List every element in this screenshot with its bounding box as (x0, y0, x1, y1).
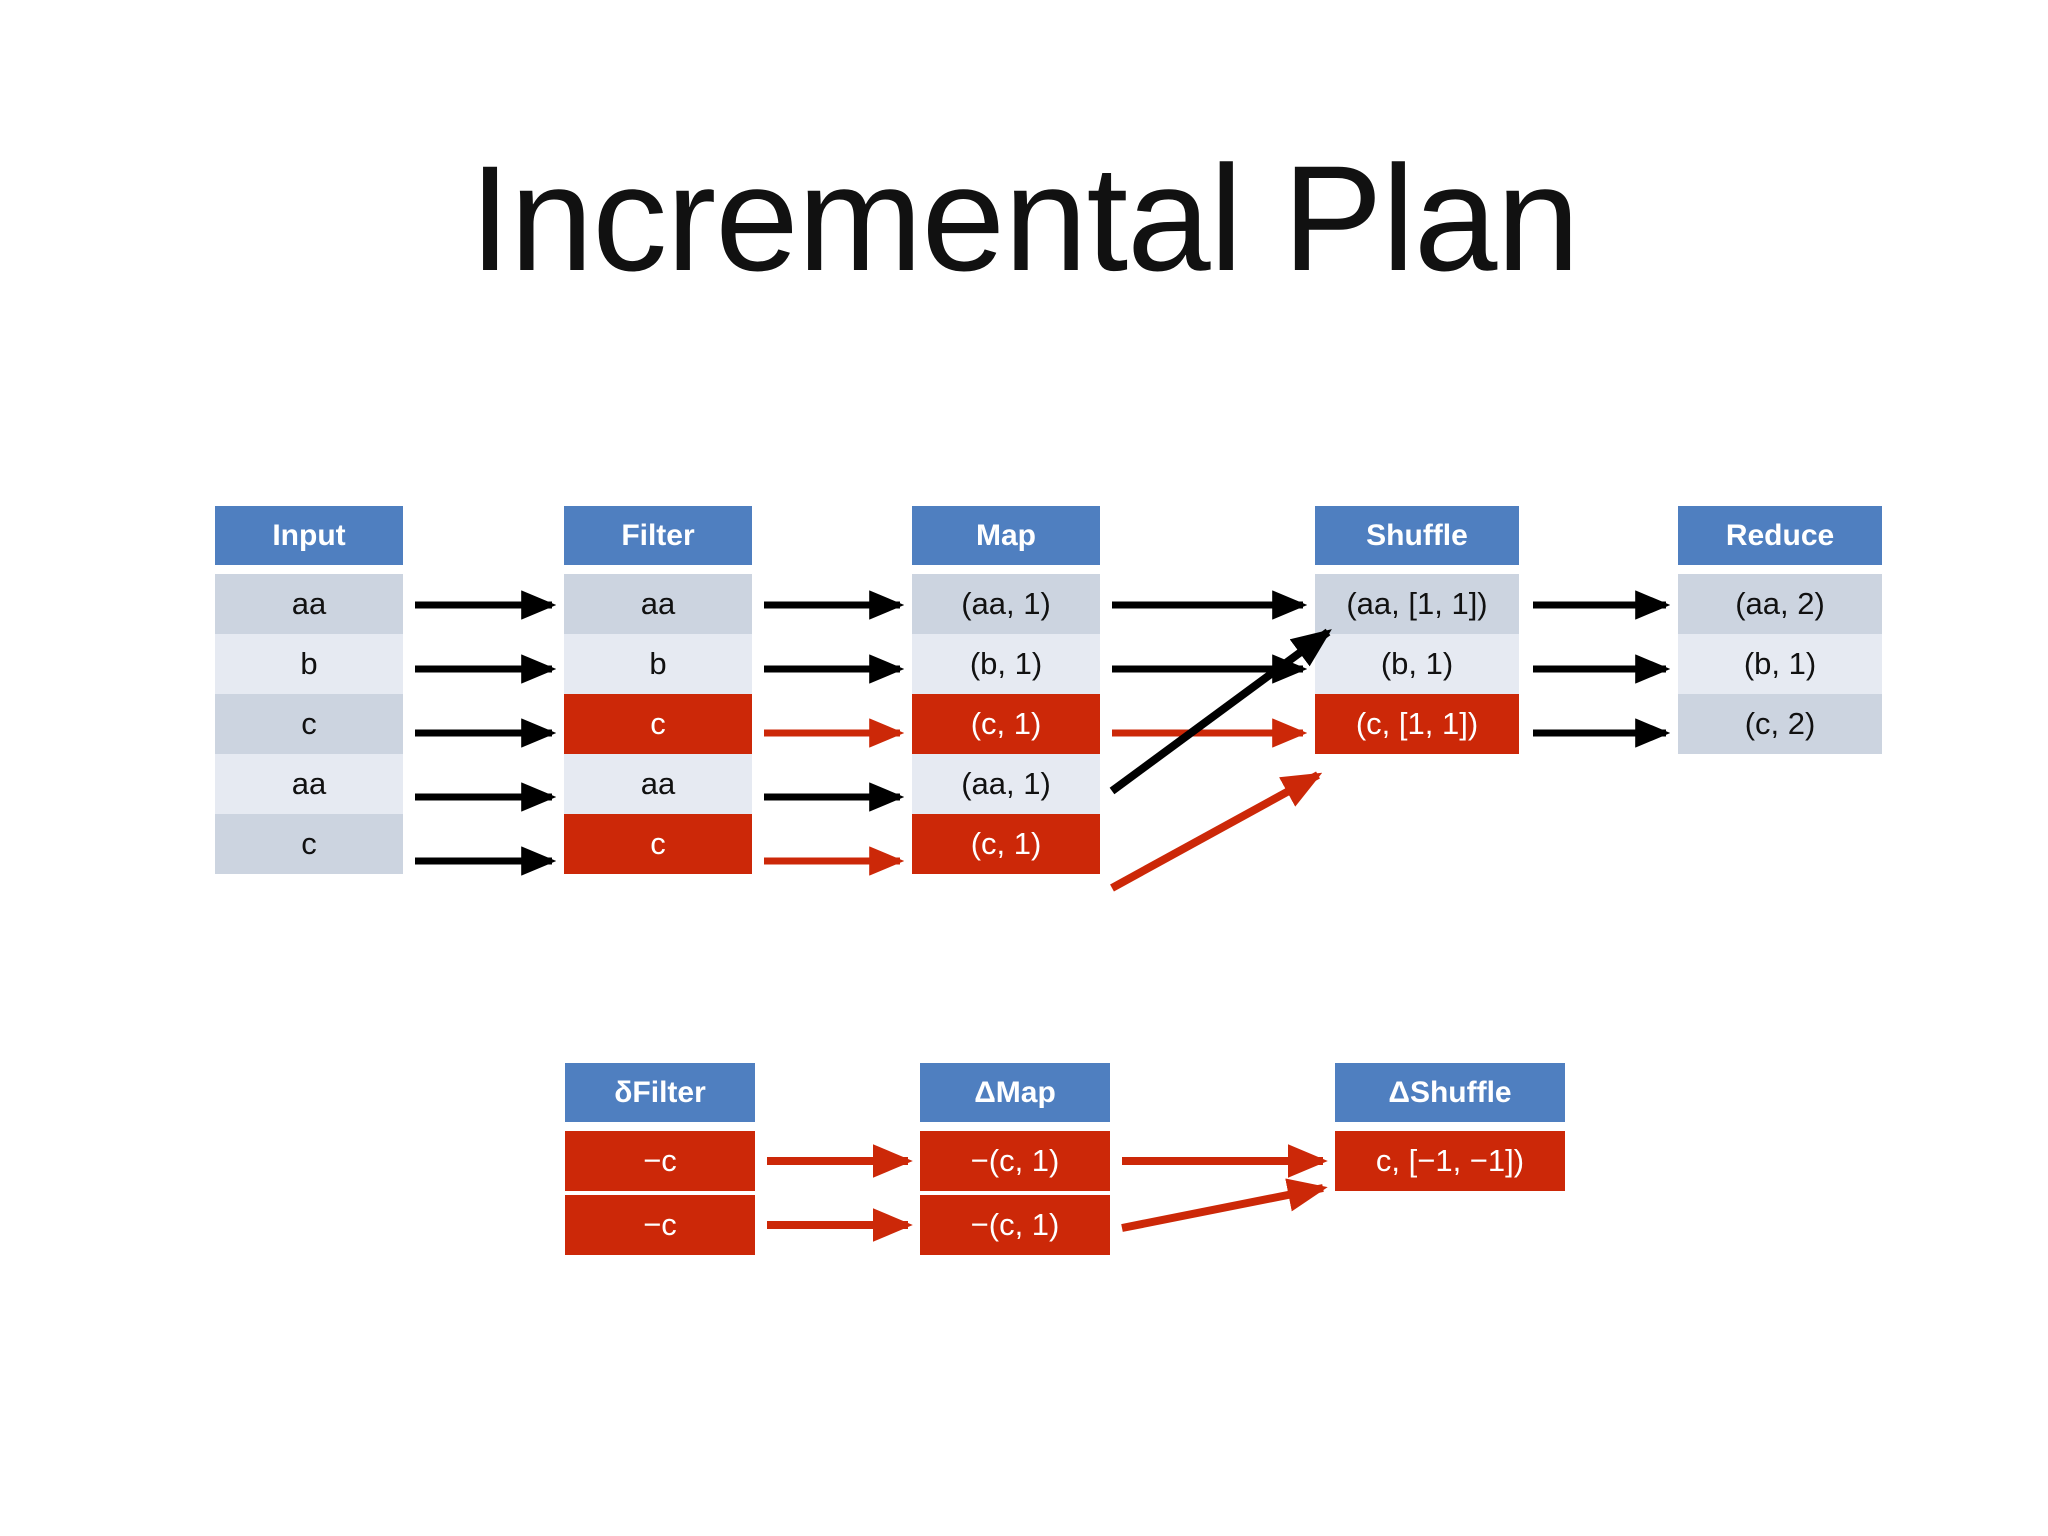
arrow-group-input-filter (415, 590, 557, 876)
cell-map-2[interactable]: (c, 1) (912, 694, 1100, 754)
cell-filter-3[interactable]: aa (564, 754, 752, 814)
column-header-filter: Filter (564, 506, 752, 565)
cell-map-0[interactable]: (aa, 1) (912, 574, 1100, 634)
cell-reduce-0[interactable]: (aa, 2) (1678, 574, 1882, 634)
column-body-shuffle: (aa, [1, 1]) (b, 1) (c, [1, 1]) (1315, 574, 1519, 754)
arrow-map-3-shuffle-0-diagonal (1109, 628, 1332, 795)
cell-map-4[interactable]: (c, 1) (912, 814, 1100, 874)
cell-input-4[interactable]: c (215, 814, 403, 874)
cell-reduce-2[interactable]: (c, 2) (1678, 694, 1882, 754)
column-input: Input aa b c aa c (215, 506, 403, 874)
cell-delta-filter-0[interactable]: −c (565, 1131, 755, 1191)
cell-delta-map-0[interactable]: −(c, 1) (920, 1131, 1110, 1191)
cell-input-1[interactable]: b (215, 634, 403, 694)
column-map: Map (aa, 1) (b, 1) (c, 1) (aa, 1) (c, 1) (912, 506, 1100, 874)
column-filter: Filter aa b c aa c (564, 506, 752, 874)
column-header-delta-filter: δFilter (565, 1063, 755, 1122)
cell-shuffle-0[interactable]: (aa, [1, 1]) (1315, 574, 1519, 634)
cell-filter-4[interactable]: c (564, 814, 752, 874)
column-header-input: Input (215, 506, 403, 565)
column-body-delta-filter: −c −c (565, 1131, 755, 1255)
column-body-filter: aa b c aa c (564, 574, 752, 874)
arrow-map-4-shuffle-2-diagonal (1110, 771, 1323, 892)
cell-delta-filter-1[interactable]: −c (565, 1195, 755, 1255)
column-header-delta-shuffle: ΔShuffle (1335, 1063, 1565, 1122)
column-delta-filter: δFilter −c −c (565, 1063, 755, 1255)
column-delta-shuffle: ΔShuffle c, [−1, −1]) (1335, 1063, 1565, 1191)
cell-delta-shuffle-0[interactable]: c, [−1, −1]) (1335, 1131, 1565, 1191)
arrow-group-filter-map (764, 590, 905, 876)
cell-map-3[interactable]: (aa, 1) (912, 754, 1100, 814)
column-body-reduce: (aa, 2) (b, 1) (c, 2) (1678, 574, 1882, 754)
arrow-delta-map-1-shuffle-0-diagonal (1121, 1178, 1328, 1232)
cell-input-3[interactable]: aa (215, 754, 403, 814)
cell-shuffle-2[interactable]: (c, [1, 1]) (1315, 694, 1519, 754)
cell-filter-2[interactable]: c (564, 694, 752, 754)
cell-delta-map-1[interactable]: −(c, 1) (920, 1195, 1110, 1255)
cell-map-1[interactable]: (b, 1) (912, 634, 1100, 694)
column-body-delta-map: −(c, 1) −(c, 1) (920, 1131, 1110, 1255)
column-body-delta-shuffle: c, [−1, −1]) (1335, 1131, 1565, 1191)
arrow-group-map-shuffle (1109, 590, 1332, 892)
cell-reduce-1[interactable]: (b, 1) (1678, 634, 1882, 694)
cell-input-2[interactable]: c (215, 694, 403, 754)
column-body-input: aa b c aa c (215, 574, 403, 874)
cell-filter-1[interactable]: b (564, 634, 752, 694)
arrow-group-delta-map-shuffle (1121, 1144, 1328, 1232)
arrow-group-delta-filter-map (767, 1144, 913, 1242)
column-header-reduce: Reduce (1678, 506, 1882, 565)
column-body-map: (aa, 1) (b, 1) (c, 1) (aa, 1) (c, 1) (912, 574, 1100, 874)
column-header-map: Map (912, 506, 1100, 565)
column-shuffle: Shuffle (aa, [1, 1]) (b, 1) (c, [1, 1]) (1315, 506, 1519, 754)
arrow-group-shuffle-reduce (1533, 590, 1671, 748)
column-header-delta-map: ΔMap (920, 1063, 1110, 1122)
column-delta-map: ΔMap −(c, 1) −(c, 1) (920, 1063, 1110, 1255)
page-title: Incremental Plan (469, 134, 1580, 302)
cell-input-0[interactable]: aa (215, 574, 403, 634)
column-header-shuffle: Shuffle (1315, 506, 1519, 565)
cell-filter-0[interactable]: aa (564, 574, 752, 634)
column-reduce: Reduce (aa, 2) (b, 1) (c, 2) (1678, 506, 1882, 754)
cell-shuffle-1[interactable]: (b, 1) (1315, 634, 1519, 694)
